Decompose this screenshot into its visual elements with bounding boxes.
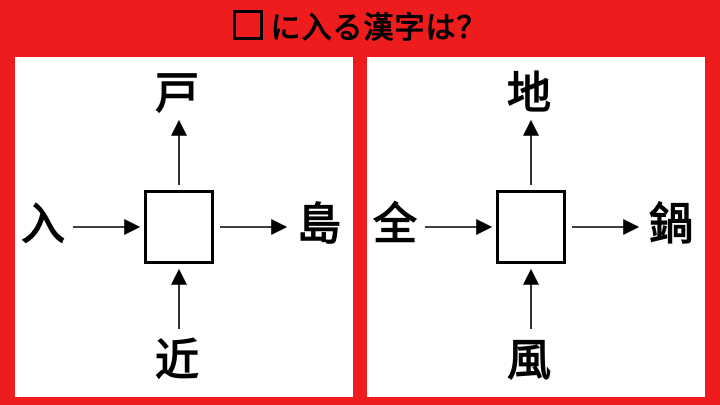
puzzle-panel-2: 地 全 鍋 風 <box>367 57 705 397</box>
kanji-bottom: 風 <box>507 335 551 386</box>
kanji-right: 島 <box>297 199 341 250</box>
kanji-right: 鍋 <box>649 199 693 250</box>
blank-box-symbol <box>232 10 263 40</box>
kanji-top: 地 <box>507 68 551 119</box>
puzzle-panel-1: 戸 入 島 近 <box>15 57 353 397</box>
kanji-left: 入 <box>21 199 65 250</box>
kanji-bottom: 近 <box>155 335 199 386</box>
kanji-left: 全 <box>373 199 417 250</box>
arrows-diagram <box>73 119 288 329</box>
kanji-top: 戸 <box>155 68 199 119</box>
page-title: に入る漢字は？ <box>270 11 488 46</box>
answer-blank-box[interactable] <box>144 190 214 264</box>
answer-blank-box[interactable] <box>496 190 566 264</box>
arrows-diagram <box>425 119 640 329</box>
title-bar: に入る漢字は？ <box>0 0 720 50</box>
